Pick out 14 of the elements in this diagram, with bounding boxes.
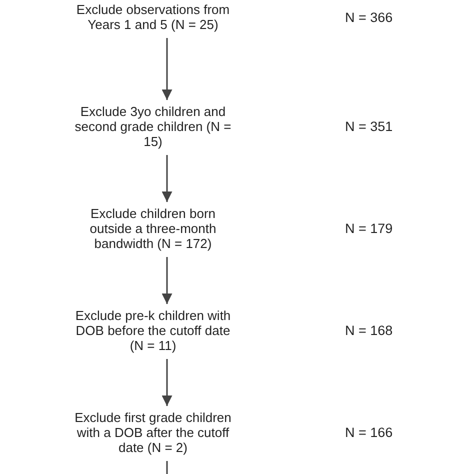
arrow xyxy=(162,155,172,202)
arrow xyxy=(162,359,172,406)
count-label: N = 168 xyxy=(345,323,393,338)
count-label: N = 166 xyxy=(345,425,393,440)
count-label: N = 366 xyxy=(345,10,393,24)
arrow xyxy=(162,257,172,304)
count-label: N = 351 xyxy=(345,119,393,134)
step-text: Exclude children born outside a three-month bandwidth (N = 172) xyxy=(69,206,237,251)
step-text: Exclude 3yo children and second grade children (N = 15) xyxy=(69,104,237,149)
step-text: Exclude observations from Years 1 and 5 (N = 25) xyxy=(69,2,237,32)
arrow xyxy=(162,38,172,100)
count-label: N = 179 xyxy=(345,221,393,236)
step-text: Exclude pre-k children with DOB before the cutoff date (N = 11) xyxy=(69,308,237,353)
step-text: Exclude first grade children with a DOB after the cutoff date (N = 2) xyxy=(69,410,237,455)
